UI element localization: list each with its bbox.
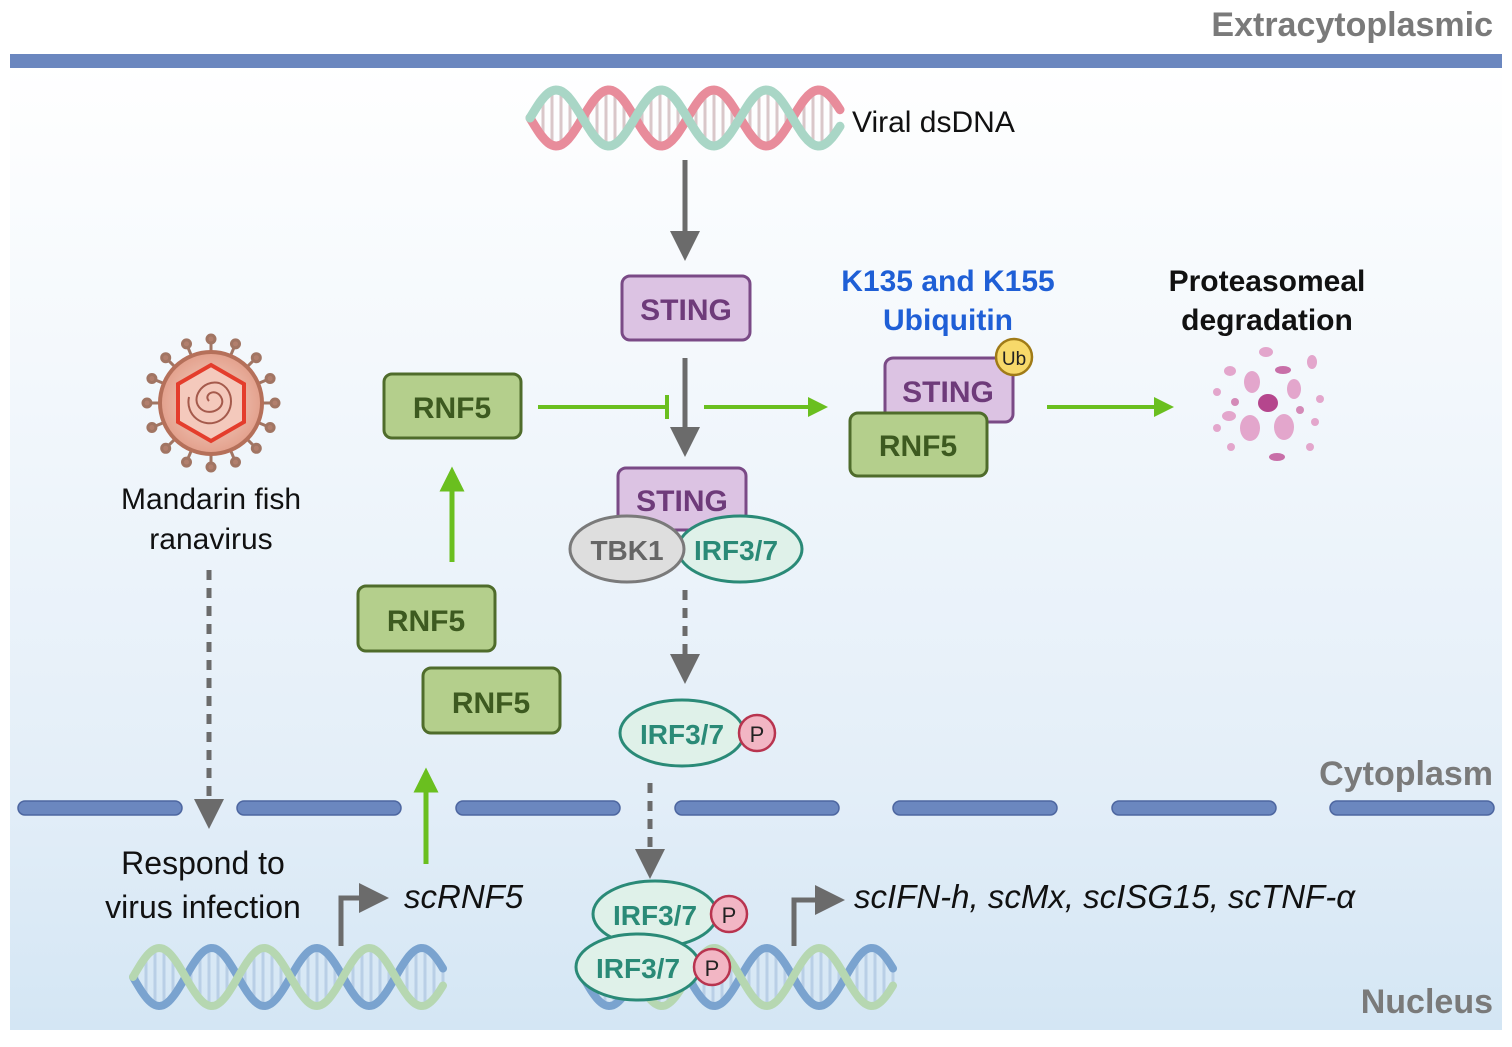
phosphate-label-nuc-bottom: P [705,956,720,981]
response-line1: Respond to [121,845,285,881]
virus-spike-tip [181,338,192,350]
rnf5-induced-a: RNF5 [356,584,497,653]
compartment-extracytoplasmic: Extracytoplasmic [1211,6,1493,44]
transcription-arrow-left [338,883,389,946]
plasma-membrane [10,54,1502,68]
irf37-phos-node: IRF3/7 P [618,698,777,768]
phosphate-label-nuc-top: P [722,903,737,928]
virus-spike-tip [269,397,281,409]
nuclear-membrane [17,800,1495,816]
ubiquitin-title: K135 and K155 [841,265,1054,298]
virus-spike-tip [181,456,192,468]
response-line2: virus infection [105,889,301,925]
irf37-phos-label: IRF3/7 [640,719,724,750]
sting-label: STING [640,294,732,327]
virus-spike-tip [264,422,276,433]
virus-spike-tip [264,373,276,384]
rnf5-label: RNF5 [413,392,491,425]
virus-spike-tip [146,422,158,433]
sting-node: STING [620,274,752,342]
rnf5-induced-b-label: RNF5 [452,687,530,720]
sting-tbk1-irf-complex: STING IRF3/7 TBK1 [568,466,804,584]
rnf5-induced-a-label: RNF5 [387,605,465,638]
virus-spike-tip [250,442,262,454]
irf37-nuclear-top-label: IRF3/7 [613,900,697,931]
virus-name-line2: ranavirus [149,523,272,556]
sting-complex-label: STING [636,485,728,518]
viral-dsdna-label: Viral dsDNA [852,106,1015,139]
phosphate-badge [737,713,777,753]
ubiquitinated-complex: STING Ub RNF5 [848,337,1034,478]
virus-spike-tip [230,456,241,468]
sting-ub-label: STING [902,376,994,409]
transcription-arrow-right [791,885,845,946]
virus-spike-tip [205,333,217,345]
rnf5-ub-label: RNF5 [879,430,957,463]
scrnf5-gene-label: scRNF5 [404,878,524,915]
degradation-subtitle: degradation [1181,304,1353,337]
virus-spike-tip [160,442,172,454]
virus-spike-tip [160,352,172,364]
irf37-complex-label: IRF3/7 [694,535,778,566]
ubiquitin-badge [994,337,1034,377]
rnf5-node: RNF5 [382,372,523,440]
degradation-title: Proteasomeal [1169,265,1366,298]
ubiquitin-subtitle: Ubiquitin [883,304,1013,337]
virus-spike-tip [205,461,217,473]
rnf5-induced-b: RNF5 [421,666,562,735]
genomic-dna-left-icon [129,943,447,1011]
virus-spike-tip [250,352,262,364]
target-genes-label: scIFN-h, scMx, scISG15, scTNF-α [854,878,1356,915]
ubiquitin-badge-label: Ub [1002,349,1026,370]
compartment-nucleus: Nucleus [1361,983,1493,1021]
virus-name-line1: Mandarin fish [121,483,301,516]
virus-spike-tip [141,397,153,409]
virus-spike-tip [146,373,158,384]
tbk1-label: TBK1 [590,535,663,566]
proteasome-debris-icon [1213,347,1324,461]
virus-spike-tip [230,338,241,350]
compartment-cytoplasm: Cytoplasm [1319,755,1493,793]
ranavirus-icon [141,333,281,473]
viral-dna-icon [525,85,845,151]
irf37-dimer-nuclear: IRF3/7 P IRF3/7 P [574,879,749,1002]
irf37-nuclear-bottom-label: IRF3/7 [596,953,680,984]
phosphate-label: P [750,722,765,747]
